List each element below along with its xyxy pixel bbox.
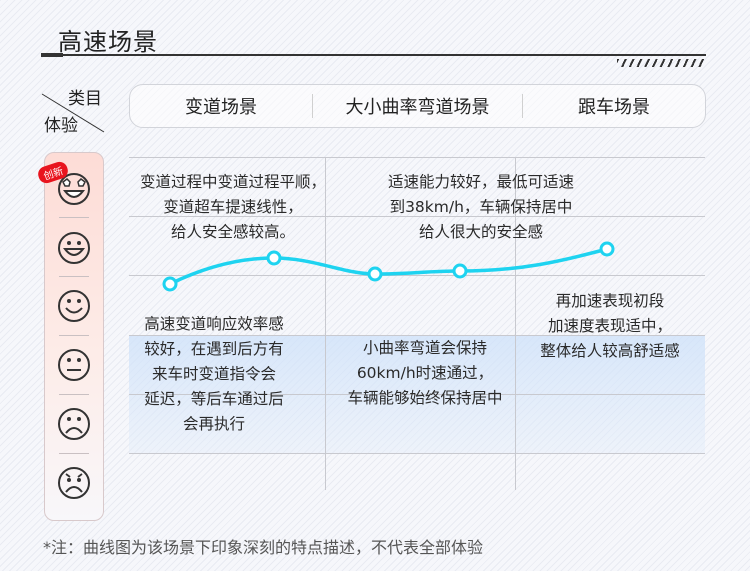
grid-line <box>129 157 705 158</box>
text-line: 加速度表现适中， <box>547 317 672 335</box>
text-line: 给人很大的安全感 <box>418 223 543 241</box>
smile-face-icon <box>58 290 90 322</box>
column-separator <box>311 94 313 118</box>
page-title: 高速场景 <box>58 28 158 56</box>
diagonal-divider <box>41 93 105 133</box>
lane-change-lower-text: 高速变道响应效率感 较好，在遇到后方有 来车时变道指令会 延迟，等后车通过后 会… <box>124 312 304 437</box>
text-line: 整体给人较高舒适感 <box>540 342 680 360</box>
scale-separator <box>59 453 89 454</box>
column-curve: 大小曲率弯道场景 <box>345 97 490 118</box>
curve-upper-text: 适速能力较好，最低可适速 到38km/h，车辆保持居中 给人很大的安全感 <box>351 170 611 245</box>
title-accent-bar <box>41 53 63 57</box>
footnote: *注：曲线图为该场景下印象深刻的特点描述，不代表全部体验 <box>43 538 484 557</box>
grin-face-icon <box>58 232 90 264</box>
star-eyes-face-icon <box>58 173 90 205</box>
text-line: 较好，在遇到后方有 <box>144 340 284 358</box>
grid-line <box>129 275 705 276</box>
decorative-slashes <box>617 59 706 67</box>
grid-line <box>129 216 705 217</box>
text-line: 再加速表现初段 <box>555 292 665 310</box>
frown-face-icon <box>58 408 90 440</box>
lane-change-upper-text: 变道过程中变道过程平顺， 变道超车提速线性， 给人安全感较高。 <box>117 170 349 245</box>
experience-grid: 变道过程中变道过程平顺， 变道超车提速线性， 给人安全感较高。 适速能力较好，最… <box>129 157 705 497</box>
scale-separator <box>59 394 89 395</box>
rating-scale <box>44 152 104 521</box>
column-header: 变道场景 大小曲率弯道场景 跟车场景 <box>129 84 706 128</box>
scale-separator <box>59 217 89 218</box>
curve-point <box>367 266 383 282</box>
text-line: 车辆能够始终保持居中 <box>347 389 503 407</box>
category-label: 类目 <box>68 89 102 109</box>
text-line: 变道超车提速线性， <box>163 198 303 216</box>
text-line: 给人安全感较高。 <box>170 223 295 241</box>
column-lane-change: 变道场景 <box>184 97 257 118</box>
grid-line <box>129 394 705 395</box>
curve-point <box>266 250 282 266</box>
scale-separator <box>59 276 89 277</box>
text-line: 小曲率弯道会保持 <box>362 339 487 357</box>
column-follow: 跟车场景 <box>578 97 651 118</box>
curve-point <box>452 263 468 279</box>
grid-line <box>129 453 705 454</box>
text-line: 到38km/h，车辆保持居中 <box>389 198 573 216</box>
title-underline <box>43 54 706 56</box>
column-divider <box>325 157 326 490</box>
column-separator <box>522 94 524 118</box>
curve-lower-text: 小曲率弯道会保持 60km/h时速通过， 车辆能够始终保持居中 <box>325 336 525 411</box>
text-line: 变道过程中变道过程平顺， <box>139 173 326 191</box>
text-line: 高速变道响应效率感 <box>144 315 284 333</box>
corner-header: 类目 体验 <box>41 82 105 138</box>
experience-label: 体验 <box>44 116 78 136</box>
text-line: 延迟，等后车通过后 <box>144 390 284 408</box>
text-line: 适速能力较好，最低可适速 <box>387 173 574 191</box>
curve-point <box>162 276 178 292</box>
experience-curve <box>162 241 615 292</box>
column-divider <box>515 157 516 490</box>
scale-separator <box>59 335 89 336</box>
neutral-face-icon <box>58 349 90 381</box>
text-line: 会再执行 <box>182 415 245 433</box>
curve-point <box>599 241 615 257</box>
text-line: 来车时变道指令会 <box>151 365 276 383</box>
grid-line <box>129 335 705 336</box>
follow-lower-text: 再加速表现初段 加速度表现适中， 整体给人较高舒适感 <box>515 289 705 364</box>
text-line: 60km/h时速通过， <box>356 364 494 382</box>
angry-face-icon <box>58 467 90 499</box>
